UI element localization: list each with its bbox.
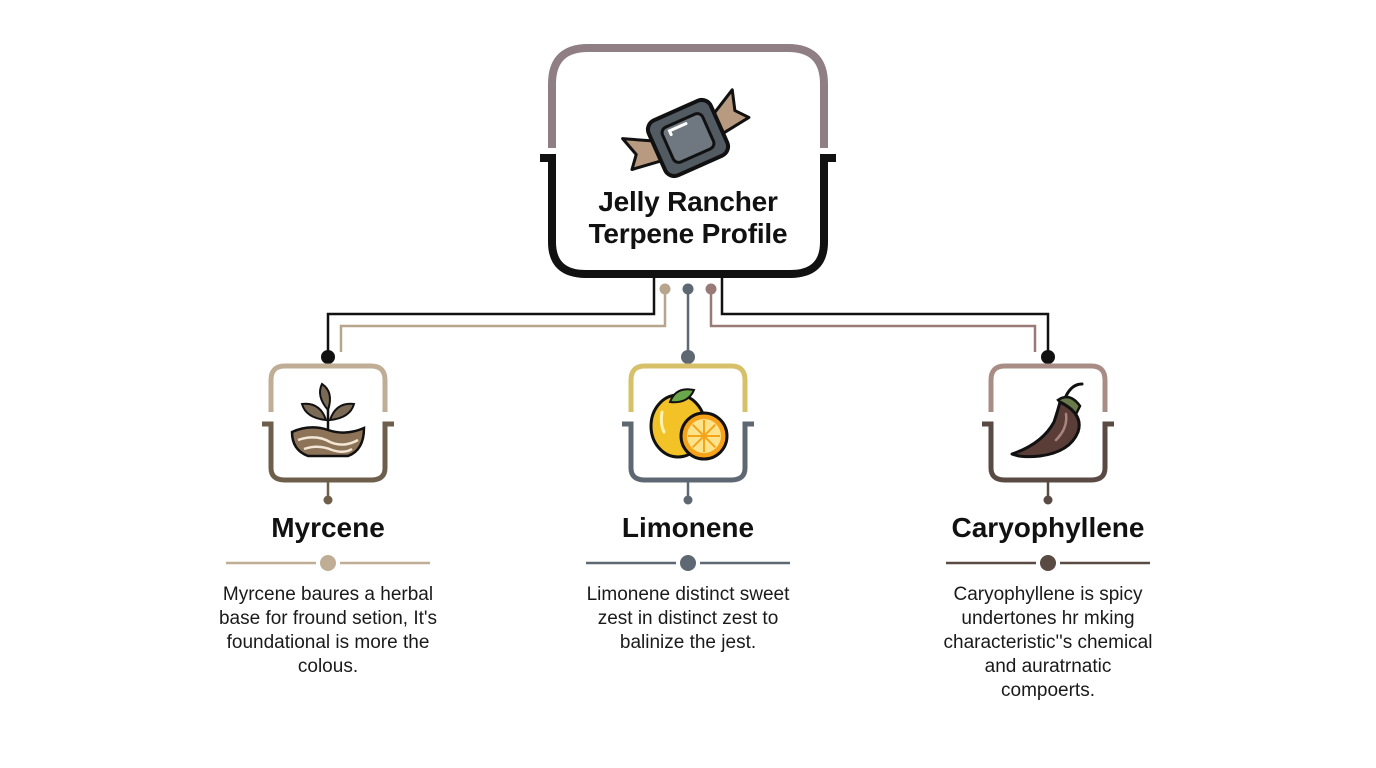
caryophyllene-name: Caryophyllene [951, 512, 1145, 543]
connector-lines [326, 278, 1050, 356]
limonene-description: Limonene distinct sweet zest in distinct… [548, 583, 828, 655]
root-title-line: Jelly Rancher [598, 186, 778, 217]
description-line: characteristic''s chemical [943, 632, 1153, 653]
description-line: balinize the jest. [619, 632, 757, 653]
description-line: undertones hr mking [961, 608, 1135, 629]
description-line: base for fround setion, It's [218, 608, 438, 629]
description-line: Myrcene baures a herbal [222, 584, 434, 605]
root-title-line: Terpene Profile [588, 218, 788, 249]
myrcene-stem [323, 482, 333, 505]
limonene-frame [622, 363, 754, 483]
description-line: compoerts. [1001, 680, 1095, 701]
limonene-name: Limonene [621, 512, 755, 543]
lemon-icon [649, 388, 729, 461]
root-title: Jelly Rancher Terpene Profile [560, 186, 816, 250]
connector-dots [321, 283, 1055, 364]
caryophyllene-description: Caryophyllene is spicy undertones hr mki… [908, 583, 1188, 703]
limonene-divider [586, 555, 790, 571]
leaves-soil-icon [290, 382, 366, 458]
candy-icon [621, 88, 751, 179]
description-line: colous. [297, 656, 359, 677]
myrcene-name: Myrcene [271, 512, 385, 543]
caryophyllene-divider [946, 555, 1150, 571]
root-frame [540, 44, 836, 278]
description-line: and auratrnatic [984, 656, 1112, 677]
description-line: zest in distinct zest to [597, 608, 779, 629]
limonene-stem [683, 482, 693, 505]
description-line: Caryophyllene is spicy [953, 584, 1143, 605]
myrcene-divider [226, 555, 430, 571]
pepper-icon [1010, 382, 1084, 459]
caryophyllene-frame [982, 363, 1114, 483]
description-line: Limonene distinct sweet [586, 584, 790, 605]
caryophyllene-stem [1043, 482, 1053, 505]
description-line: foundational is more the [226, 632, 430, 653]
myrcene-frame [262, 363, 394, 483]
myrcene-description: Myrcene baures a herbal base for fround … [188, 583, 468, 679]
